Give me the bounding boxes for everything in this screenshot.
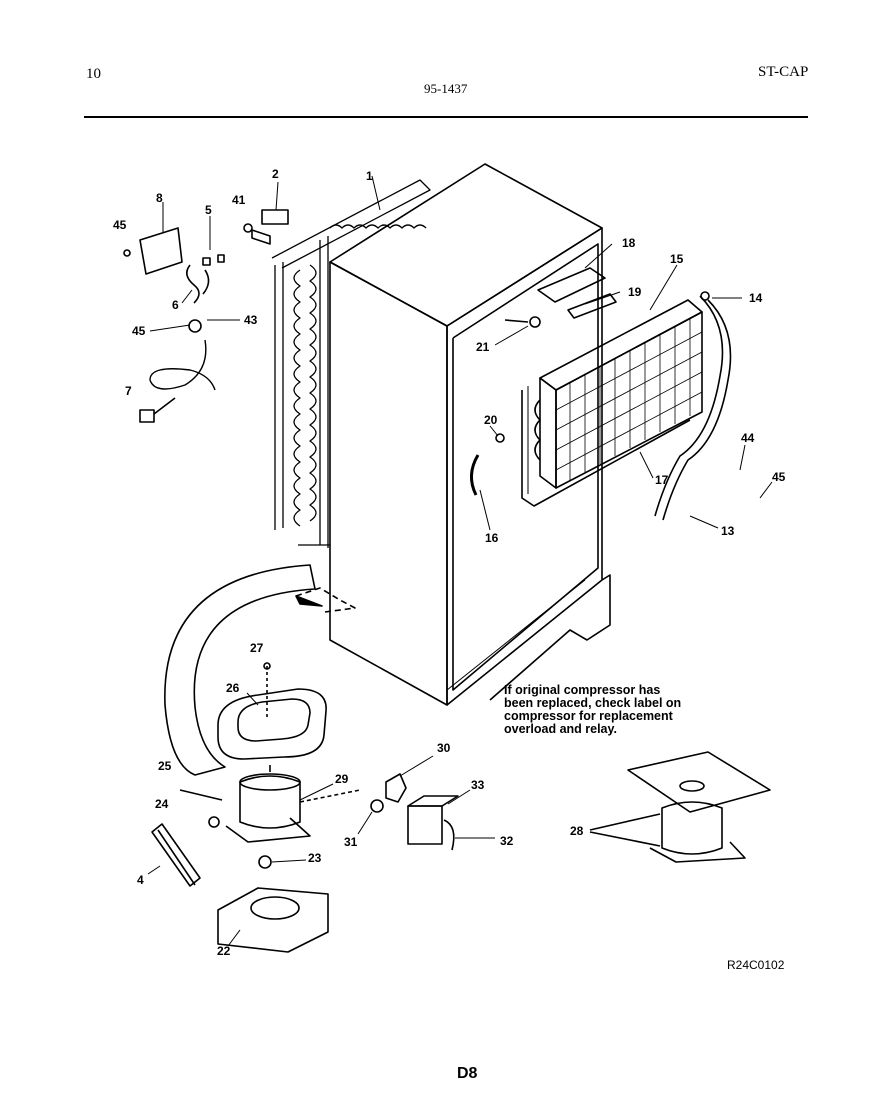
- callout-44: 44: [741, 431, 755, 445]
- leader-lines: [147, 175, 773, 947]
- header-rule: [84, 116, 808, 118]
- electrical-parts: [370, 773, 459, 851]
- note-line-1: If original compressor has: [504, 683, 661, 697]
- callout-45-c: 45: [772, 470, 786, 484]
- note-line-4: overload and relay.: [504, 722, 618, 736]
- tubing-and-arrow: [164, 564, 356, 776]
- callout-18: 18: [622, 236, 636, 250]
- base-pan: [217, 662, 327, 760]
- cabinet: [329, 163, 611, 706]
- callout-4: 4: [137, 873, 144, 887]
- callout-13: 13: [721, 524, 735, 538]
- callout-32: 32: [500, 834, 514, 848]
- callout-6: 6: [172, 298, 179, 312]
- callout-26: 26: [226, 681, 240, 695]
- callout-28: 28: [570, 824, 584, 838]
- drain-trough: [470, 267, 617, 496]
- replacement-compressor: [589, 751, 771, 863]
- callout-31: 31: [344, 835, 358, 849]
- page-number: 10: [86, 66, 101, 82]
- callout-5: 5: [205, 203, 212, 217]
- compressor: [151, 765, 361, 953]
- callout-20: 20: [484, 413, 498, 427]
- callout-45-b: 45: [132, 324, 146, 338]
- footer-code: D8: [457, 1065, 478, 1082]
- callout-15: 15: [670, 252, 684, 266]
- note-line-2: been replaced, check label on: [504, 696, 682, 710]
- callout-45-a: 45: [113, 218, 127, 232]
- callout-23: 23: [308, 851, 322, 865]
- note-line-3: compressor for replacement: [504, 709, 673, 723]
- callout-29: 29: [335, 772, 349, 786]
- callout-17: 17: [655, 473, 669, 487]
- callout-1: 1: [366, 169, 373, 183]
- model-code: ST-CAP: [758, 64, 809, 80]
- callout-7: 7: [125, 384, 132, 398]
- callout-16: 16: [485, 531, 499, 545]
- callout-19: 19: [628, 285, 642, 299]
- parts-top-left: [123, 209, 289, 423]
- evaporator: [521, 291, 732, 521]
- callout-24: 24: [155, 797, 169, 811]
- callout-14: 14: [749, 291, 763, 305]
- callout-21: 21: [476, 340, 490, 354]
- callout-22: 22: [217, 944, 231, 958]
- callout-43: 43: [244, 313, 258, 327]
- callout-8: 8: [156, 191, 163, 205]
- callout-2: 2: [272, 167, 279, 181]
- reference-code: R24C0102: [727, 958, 785, 972]
- callout-27: 27: [250, 641, 264, 655]
- callout-25: 25: [158, 759, 172, 773]
- callout-33: 33: [471, 778, 485, 792]
- document-number: 95-1437: [424, 81, 468, 96]
- compressor-replacement-note: If original compressor has been replaced…: [504, 684, 744, 736]
- callout-41: 41: [232, 193, 246, 207]
- condenser-coil: [271, 179, 431, 548]
- callout-30: 30: [437, 741, 451, 755]
